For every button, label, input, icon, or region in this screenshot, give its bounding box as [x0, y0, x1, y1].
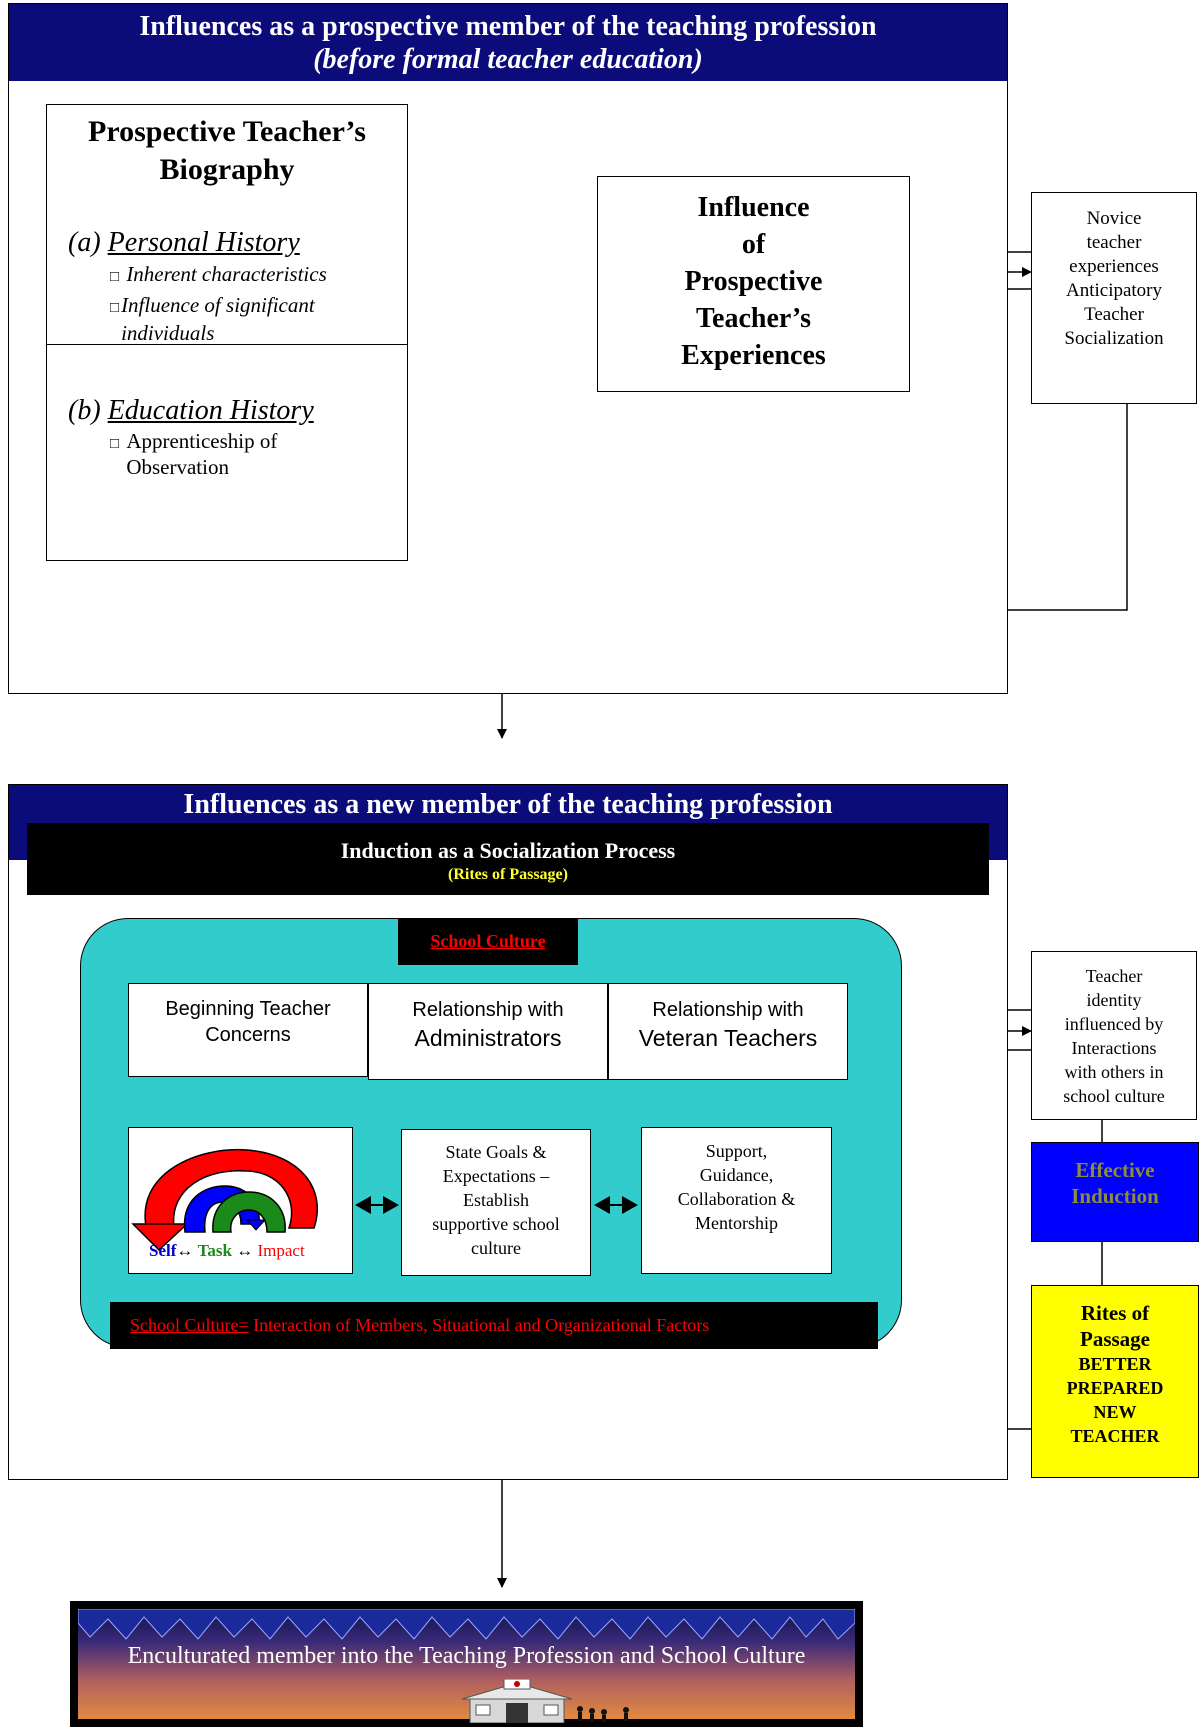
induction-title: Induction as a Socialization Process	[340, 838, 676, 863]
novice-line: experiences	[1069, 256, 1159, 277]
legend-arrow: ↔	[236, 1241, 254, 1260]
legend-task: Task	[197, 1241, 232, 1260]
concerns-arcs-icon	[131, 1148, 319, 1252]
column-veteran-teachers: Relationship with Veteran Teachers	[608, 983, 848, 1080]
column-title-line1: Beginning Teacher	[165, 998, 331, 1020]
biography-divider	[46, 344, 408, 345]
impact-arrowhead	[131, 1223, 189, 1252]
identity-line: Teacher	[1085, 966, 1143, 986]
rites-caps-line: NEW	[1093, 1402, 1137, 1422]
personal-item: □ Inherent characteristics	[110, 262, 327, 286]
state-goals-line: State Goals &	[445, 1142, 547, 1162]
induction-subtitle: (Rites of Passage)	[448, 866, 568, 883]
column-title-line2: Administrators	[414, 1025, 562, 1051]
novice-line: teacher	[1086, 232, 1142, 253]
rites-caps-line: TEACHER	[1070, 1426, 1160, 1446]
influence-line: of	[741, 229, 766, 260]
rites-of-passage-box: Rites of Passage BETTER PREPARED NEW TEA…	[1031, 1285, 1199, 1478]
column-title-line2: Veteran Teachers	[638, 1025, 818, 1051]
section2-title: Influences as a new member of the teachi…	[183, 789, 833, 820]
support-line: Mentorship	[695, 1213, 778, 1233]
personal-history-heading: Personal History	[107, 227, 300, 258]
personal-item: □Influence of significant individuals	[110, 293, 315, 345]
rites-caps-line: PREPARED	[1066, 1378, 1164, 1398]
state-goals-line: culture	[471, 1238, 521, 1258]
education-history-heading: Education History	[107, 395, 314, 426]
column-title-line2: Concerns	[205, 1024, 291, 1046]
induction-bar: Induction as a Socialization Process (Ri…	[27, 823, 989, 895]
biography-title-line1: Prospective Teacher’s	[88, 115, 366, 148]
identity-box: Teacher identity influenced by Interacti…	[1031, 951, 1197, 1120]
novice-line: Socialization	[1064, 328, 1164, 349]
novice-line: Novice	[1086, 208, 1142, 229]
checkbox-bullet-icon: □	[110, 300, 120, 316]
identity-line: Interactions	[1071, 1038, 1157, 1058]
novice-box: Novice teacher experiences Anticipatory …	[1031, 192, 1197, 404]
section1-subtitle: (before formal teacher education)	[313, 44, 703, 75]
state-goals-line: supportive school	[432, 1214, 560, 1234]
state-goals-box: State Goals & Expectations – Establish s…	[401, 1129, 591, 1276]
column-administrators: Relationship with Administrators	[368, 983, 608, 1080]
legend-impact: Impact	[257, 1241, 305, 1260]
banner-text: Enculturated member into the Teaching Pr…	[127, 1643, 806, 1669]
column-beginning-concerns: Beginning Teacher Concerns	[128, 983, 368, 1077]
schoolhouse-icon	[461, 1679, 629, 1723]
banner-sawtooth-icon	[78, 1609, 855, 1640]
school-culture-label-box: School Culture	[398, 918, 578, 965]
effective-induction-box: Effective Induction	[1031, 1142, 1199, 1242]
legend-self: Self	[149, 1241, 177, 1260]
checkbox-bullet-icon: □	[110, 436, 120, 452]
support-line: Collaboration &	[677, 1189, 796, 1209]
concerns-legend: Self↔ Task ↔ Impact	[149, 1241, 354, 1261]
school-culture-footer: School Culture= Interaction of Members, …	[110, 1302, 878, 1349]
influence-line: Teacher’s	[695, 303, 812, 334]
self-arrowhead	[245, 1219, 267, 1231]
novice-bracket	[1006, 251, 1031, 290]
section1-header: Influences as a prospective member of th…	[9, 4, 1007, 81]
rites-line1: Rites of	[1080, 1301, 1150, 1325]
biography-title-line2: Biography	[159, 153, 295, 186]
section1-title: Influences as a prospective member of th…	[139, 11, 877, 42]
identity-line: school culture	[1063, 1086, 1165, 1106]
identity-line: identity	[1086, 990, 1142, 1010]
effective-line1: Effective	[1075, 1158, 1155, 1182]
legend-arrow: ↔	[176, 1241, 194, 1260]
column-title-line1: Relationship with	[652, 999, 804, 1021]
personal-prefix: (a)	[68, 227, 108, 258]
double-arrow-icon	[355, 1196, 399, 1214]
identity-line: with others in	[1064, 1062, 1164, 1082]
novice-line: Teacher	[1084, 304, 1144, 325]
biography-box: Prospective Teacher’s Biography	[46, 104, 408, 561]
state-goals-line: Establish	[463, 1190, 529, 1210]
footer-rest: Interaction of Members, Situational and …	[248, 1315, 710, 1335]
support-line: Guidance,	[699, 1165, 774, 1185]
double-arrow-icon	[594, 1196, 638, 1214]
influence-line: Prospective	[684, 266, 823, 297]
footer-term: School Culture=	[130, 1315, 249, 1335]
rites-line2: Passage	[1080, 1327, 1150, 1351]
identity-line: influenced by	[1064, 1014, 1164, 1034]
influence-box: Influence of Prospective Teacher’s Exper…	[597, 176, 910, 392]
enculturated-banner: Enculturated member into the Teaching Pr…	[70, 1601, 863, 1727]
state-goals-line: Expectations –	[442, 1166, 550, 1186]
influence-line: Experiences	[681, 340, 826, 371]
education-history: (b) Education History □ Apprenticeship o…	[68, 394, 408, 480]
column-title-line1: Relationship with	[412, 999, 564, 1021]
task-arc	[212, 1191, 286, 1233]
support-box: Support, Guidance, Collaboration & Mento…	[641, 1127, 832, 1274]
education-item: □ Apprenticeship of Observation	[110, 429, 278, 479]
concerns-graphic-box: Self↔ Task ↔ Impact	[128, 1127, 353, 1274]
support-line: Support,	[705, 1141, 768, 1161]
effective-line2: Induction	[1071, 1184, 1159, 1208]
personal-history: (a) Personal History □ Inherent characte…	[68, 226, 408, 347]
identity-bracket	[1006, 1009, 1031, 1051]
novice-line: Anticipatory	[1065, 280, 1163, 301]
school-culture-label: School Culture	[430, 931, 546, 951]
rites-caps-line: BETTER	[1078, 1354, 1152, 1374]
education-prefix: (b)	[68, 395, 108, 426]
influence-line: Influence	[697, 192, 810, 223]
impact-arc	[144, 1148, 319, 1232]
checkbox-bullet-icon: □	[110, 269, 120, 285]
